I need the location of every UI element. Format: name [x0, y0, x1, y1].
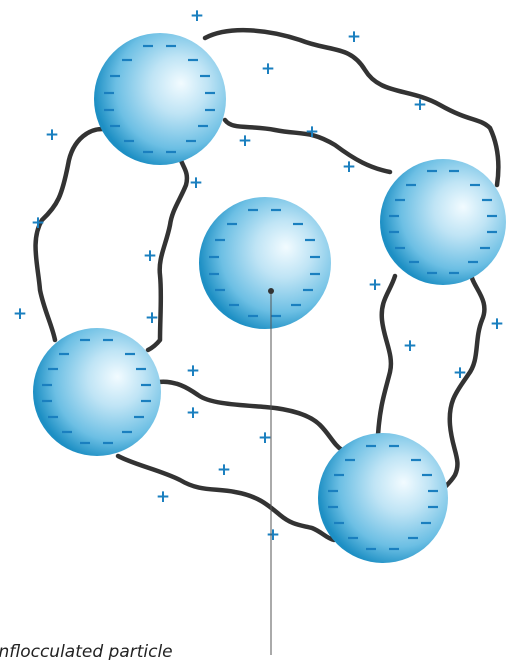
positive-ion: + [13, 304, 27, 324]
positive-ion: + [238, 131, 252, 151]
particle-left [33, 328, 161, 456]
positive-ions: + + + + + + + + + + + + + + + + + + + + … [13, 6, 504, 545]
positive-ion: + [266, 525, 280, 545]
positive-ion: + [189, 173, 203, 193]
polymer-chain [33, 126, 113, 343]
positive-ion: + [347, 27, 361, 47]
positive-ion: + [45, 125, 59, 145]
positive-ion: + [156, 487, 170, 507]
positive-ion: + [490, 314, 504, 334]
particle-bottom-right [318, 433, 448, 563]
positive-ion: + [342, 157, 356, 177]
positive-ion: + [258, 428, 272, 448]
polymer-chains [33, 27, 501, 543]
positive-ion: + [368, 275, 382, 295]
positive-ion: + [145, 308, 159, 328]
positive-ion: + [186, 361, 200, 381]
particle-top-left [94, 33, 226, 165]
positive-ion: + [143, 246, 157, 266]
polymer-chain [115, 453, 337, 543]
polymer-chain [202, 27, 501, 188]
polymer-chain [375, 273, 398, 438]
positive-ion: + [453, 363, 467, 383]
polymer-chain [222, 117, 393, 175]
particle-center [199, 197, 331, 329]
positive-ion: + [190, 6, 204, 26]
positive-ion: + [305, 122, 319, 142]
polymer-chain [145, 152, 190, 353]
polymer-chain [443, 275, 487, 489]
leader-dot [268, 288, 274, 294]
polymer-chain [155, 379, 345, 453]
caption-label: Unflocculated particle [0, 642, 173, 660]
positive-ion: + [413, 95, 427, 115]
positive-ion: + [31, 213, 45, 233]
particle-right [380, 159, 506, 285]
positive-ion: + [217, 460, 231, 480]
positive-ion: + [186, 403, 200, 423]
positive-ion: + [261, 59, 275, 79]
positive-ion: + [403, 336, 417, 356]
caption-leader [268, 288, 274, 655]
